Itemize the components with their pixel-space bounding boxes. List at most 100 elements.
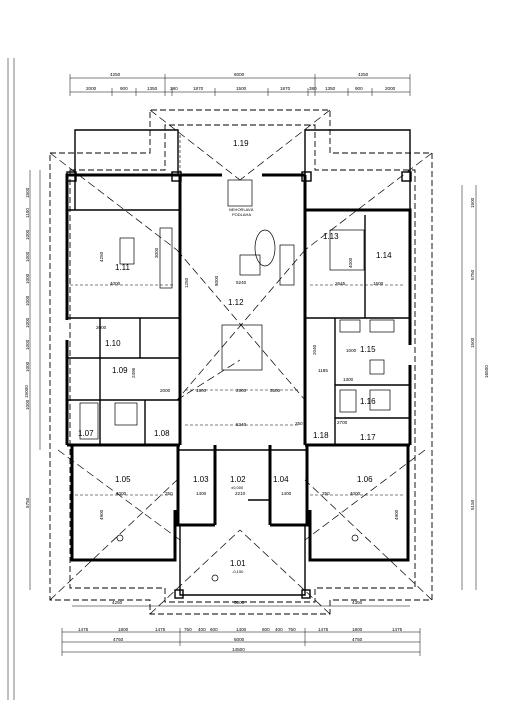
dim-top-overall-b: 6000 xyxy=(234,72,245,77)
dim-bottom-b6: 600 xyxy=(210,627,218,632)
room-label-1-08: 1.08 xyxy=(154,429,170,438)
dim-inner-i20: 1400 xyxy=(281,491,292,496)
dim-top-s1: 2000 xyxy=(86,86,97,91)
dim-top-s8: 380 xyxy=(309,86,317,91)
room-label-1-10: 1.10 xyxy=(105,339,121,348)
room-label-1-17: 1.17 xyxy=(360,433,376,442)
dim-top-s3: 1350 xyxy=(147,86,158,91)
dim-right-total: 16500 xyxy=(484,365,489,378)
dim-top-s11: 2000 xyxy=(385,86,396,91)
room-label-1-13: 1.13 xyxy=(323,232,339,241)
dim-inner-i8: 1500 xyxy=(373,281,384,286)
dim-bottom-b8: 600 xyxy=(262,627,270,632)
dim-bottom-b13: 1475 xyxy=(392,627,403,632)
room-label-1-02: 1.02 xyxy=(230,475,246,484)
dim-bottom-b12: 1800 xyxy=(352,627,363,632)
dim-bottom-c6: 4350 xyxy=(352,600,363,605)
dim-inner-i22: 1185 xyxy=(318,368,328,373)
dim-bottom-total: 14500 xyxy=(232,647,245,652)
dim-left-l4: 1000 xyxy=(25,251,30,262)
dim-inner-i26: 1300 xyxy=(343,377,354,382)
dim-bottom-c3: 4750 xyxy=(352,637,363,642)
dim-left-l7: 1000 xyxy=(25,317,30,328)
room-label-1-06: 1.06 xyxy=(357,475,373,484)
dim-top-s4: 380 xyxy=(170,86,178,91)
room-label-1-01: 1.01 xyxy=(230,559,246,568)
dim-inner-i24: 4900 xyxy=(394,509,399,520)
dim-inner-i3: 3000 xyxy=(154,247,159,258)
dim-inner-i4: 5240 xyxy=(236,280,247,285)
dim-bottom-c1: 4750 xyxy=(113,637,124,642)
dim-top-s6: 1500 xyxy=(236,86,247,91)
inner-walls xyxy=(67,209,410,501)
room-label-1-11: 1.11 xyxy=(115,263,131,272)
dim-inner-i9: 2000 xyxy=(96,325,107,330)
dim-top-s5: 1870 xyxy=(193,86,204,91)
dim-left-w1: 5750 xyxy=(25,497,30,508)
dim-bottom-b11: 1475 xyxy=(318,627,329,632)
dim-top-s10: 900 xyxy=(355,86,363,91)
room-label-1-12: 1.12 xyxy=(228,298,244,307)
dim-inner-i25: 1000 xyxy=(346,348,357,353)
room-label-1-07: 1.07 xyxy=(78,429,94,438)
dim-top-overall-a: 4250 xyxy=(110,72,121,77)
dim-bottom-b4: 750 xyxy=(184,627,192,632)
dim-inner-i23: 4900 xyxy=(99,509,104,520)
dim-inner-i30: 2000 xyxy=(160,388,171,393)
roof-outline xyxy=(49,109,433,615)
dim-inner-i13: 2900 xyxy=(236,388,247,393)
dim-left-total: 15000 xyxy=(24,385,29,398)
room-label-1-04: 1.04 xyxy=(273,475,289,484)
dim-left-l1: 1500 xyxy=(25,187,30,198)
dim-inner-i21: 2700 xyxy=(337,420,348,425)
dim-left-l2: 1100 xyxy=(25,208,30,218)
dim-inner-i29: 1250 xyxy=(184,277,189,288)
dim-bottom-c5: 5000 xyxy=(234,600,245,605)
dim-left-l10: 1000 xyxy=(25,399,30,410)
dim-left-l9: 1000 xyxy=(25,361,30,372)
dim-top-s7: 1870 xyxy=(280,86,291,91)
dim-inner-i16: 4000 xyxy=(116,491,127,496)
dim-bottom-b10: 750 xyxy=(288,627,296,632)
dim-inner-i1: 4250 xyxy=(99,251,104,262)
dim-bottom-c4: 4250 xyxy=(112,600,123,605)
room-label-1-19: 1.19 xyxy=(233,139,249,148)
level-label-1-02: ±0,000 xyxy=(231,485,244,490)
dim-inner-i15: 5240 xyxy=(236,422,247,427)
dim-bottom-b2: 1800 xyxy=(118,627,129,632)
dim-left-l3: 1000 xyxy=(25,229,30,240)
dim-inner-i19: 1400 xyxy=(196,491,207,496)
dim-bottom-b3: 1475 xyxy=(155,627,166,632)
dim-inner-i17: 4000 xyxy=(350,491,361,496)
dim-right-r2: 5750 xyxy=(470,269,475,280)
dim-top-overall-c: 4250 xyxy=(358,72,369,77)
entrance-porch xyxy=(174,525,311,599)
dim-inner-i31: 250 xyxy=(322,491,330,496)
dim-inner-i27: 250 xyxy=(295,421,303,426)
dims-bottom: 1475 1800 1475 750 400 600 1400 600 400 … xyxy=(61,600,421,656)
dims-left: 1500 1100 1000 1000 1000 1000 1000 1000 … xyxy=(24,170,41,590)
dim-inner-i11: 2495 xyxy=(131,367,136,378)
dim-left-l8: 1000 xyxy=(25,339,30,350)
dim-inner-i12: 1500 xyxy=(196,388,207,393)
dim-left-l5: 1000 xyxy=(25,273,30,284)
dim-inner-i2: 4000 xyxy=(110,281,121,286)
level-label-1-01: -0,150 xyxy=(232,569,244,574)
dim-bottom-b5: 400 xyxy=(198,627,206,632)
room-label-1-14: 1.14 xyxy=(376,251,392,260)
dim-inner-i18: 2210 xyxy=(235,491,246,496)
dim-inner-i5: 8000 xyxy=(214,275,219,286)
dim-bottom-b9: 400 xyxy=(275,627,283,632)
dim-left-l6: 1000 xyxy=(25,295,30,306)
fixtures xyxy=(79,179,395,582)
dims-top: 4250 6000 4250 2000 900 1350 380 1870 15… xyxy=(69,72,411,96)
dims-inner: 4250 4000 3000 5240 8000 4000 2645 1500 … xyxy=(96,247,399,520)
dim-bottom-b1: 1475 xyxy=(78,627,89,632)
dim-inner-i28: 250 xyxy=(165,491,173,496)
room-label-1-09: 1.09 xyxy=(112,366,128,375)
dim-right-r3: 1500 xyxy=(470,337,475,348)
room-label-1-15: 1.15 xyxy=(360,345,376,354)
dim-top-s2: 900 xyxy=(120,86,128,91)
axis-lines xyxy=(70,135,405,496)
